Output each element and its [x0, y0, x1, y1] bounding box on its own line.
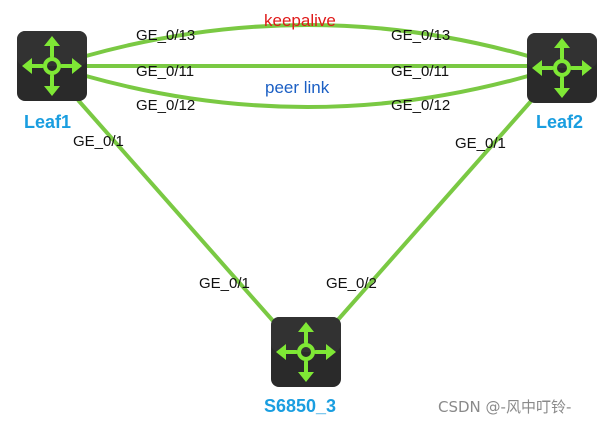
s6850-port-ge02: GE_0/2 — [326, 275, 377, 292]
leaf1-label: Leaf1 — [24, 112, 71, 132]
links — [76, 23, 534, 324]
peer-link[interactable] — [85, 74, 529, 109]
device-leaf1[interactable] — [17, 31, 87, 101]
s6850-label: S6850_3 — [264, 396, 336, 416]
leaf2-label: Leaf2 — [536, 112, 583, 132]
leaf2-s6850-link[interactable] — [334, 98, 534, 324]
leaf2-port-ge013: GE_0/13 — [391, 27, 450, 44]
leaf1-s6850-link[interactable] — [76, 98, 276, 324]
leaf2-port-ge012: GE_0/12 — [391, 97, 450, 114]
watermark: CSDN @-风中叮铃- — [438, 398, 571, 416]
leaf1-port-ge012: GE_0/12 — [136, 97, 195, 114]
leaf1-port-ge013: GE_0/13 — [136, 27, 195, 44]
device-s6850[interactable] — [271, 317, 341, 387]
leaf2-port-ge011: GE_0/11 — [391, 63, 449, 80]
device-leaf2[interactable] — [527, 33, 597, 103]
keepalive-link[interactable] — [85, 23, 529, 58]
keepalive-label: keepalive — [264, 11, 336, 30]
leaf1-port-ge011: GE_0/11 — [136, 63, 194, 80]
s6850-port-ge01: GE_0/1 — [199, 275, 250, 292]
leaf1-port-ge01: GE_0/1 — [73, 133, 124, 150]
peer-link-label: peer link — [265, 78, 330, 97]
leaf2-port-ge01: GE_0/1 — [455, 135, 506, 152]
